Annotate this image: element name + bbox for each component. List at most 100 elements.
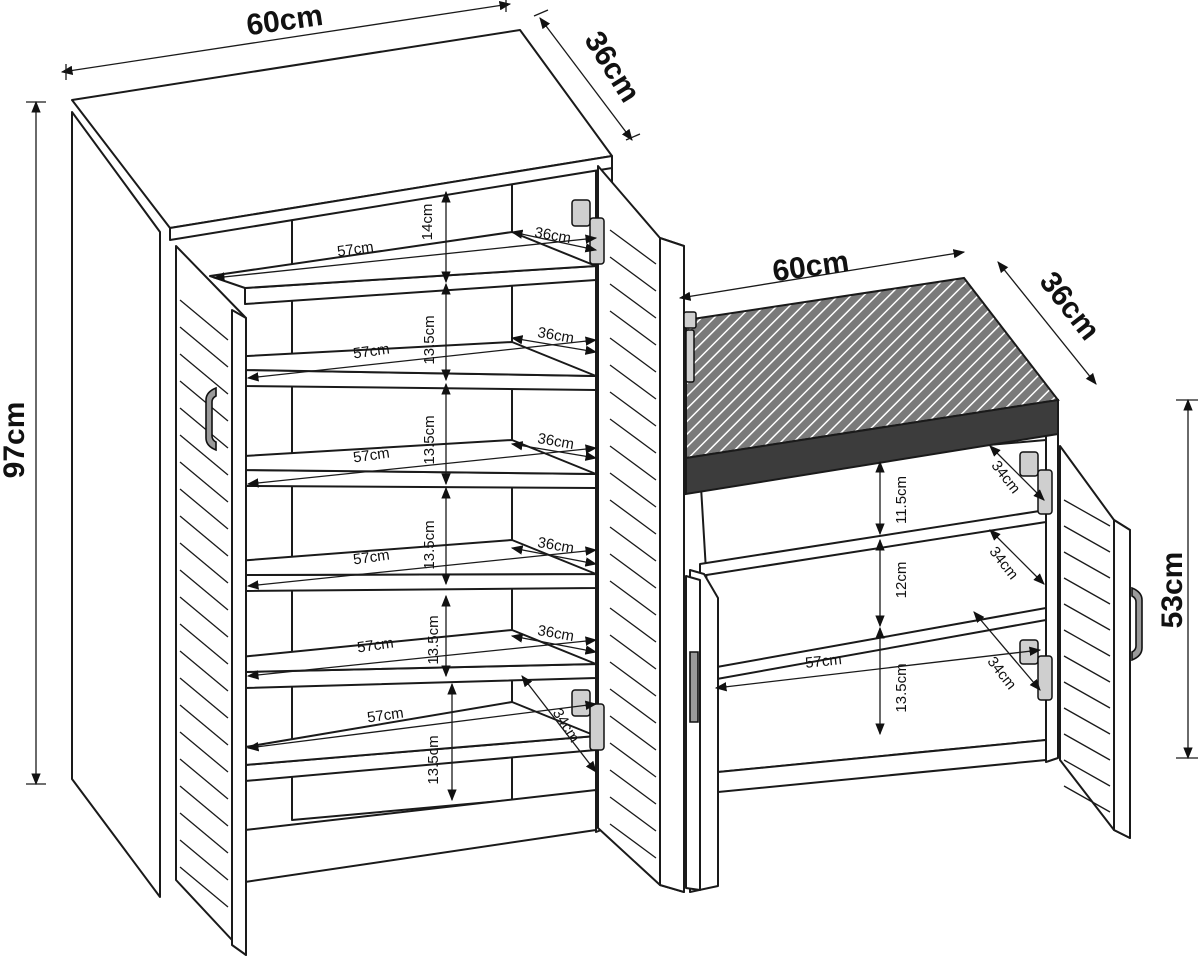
tall-right-louver-19 xyxy=(609,715,657,751)
bench-height-label: 53cm xyxy=(1156,552,1189,629)
bench-right-louver-5 xyxy=(1063,603,1111,631)
tall-left-door-handle-icon xyxy=(205,386,217,452)
inner-dimension-arrow-8 xyxy=(510,335,598,355)
bench-width-label: 60cm xyxy=(770,245,851,288)
tall-left-louver-9 xyxy=(179,515,229,557)
inner-dimension-arrow-25 xyxy=(973,611,1041,691)
tall-height-label: 97cm xyxy=(0,402,31,479)
inner-dimension-arrows xyxy=(212,190,1045,802)
tall-right-louver-14 xyxy=(609,580,657,616)
tall-left-door-louvers xyxy=(179,299,229,908)
tall-shelf-height-3: 13.5cm xyxy=(421,415,438,464)
inner-dimension-arrow-12 xyxy=(521,675,597,773)
bench-right-door-edge xyxy=(1113,519,1131,839)
tall-right-louver-9 xyxy=(609,445,657,481)
tall-right-louver-15 xyxy=(609,607,657,643)
bench-left-door-panel xyxy=(685,575,701,891)
tall-left-louver-3 xyxy=(179,353,229,395)
bench xyxy=(683,276,1143,893)
tall-left-louver-14 xyxy=(179,650,229,692)
bench-right-louver-8 xyxy=(1063,681,1111,709)
tall-right-louver-6 xyxy=(609,364,657,400)
bench-right-louver-7 xyxy=(1063,655,1111,683)
tall-right-louver-1 xyxy=(609,229,657,265)
tall-right-louver-23 xyxy=(609,823,657,859)
tall-left-louver-13 xyxy=(179,623,229,665)
tall-cabinet-side xyxy=(71,111,161,898)
inner-dimension-arrow-9 xyxy=(510,441,598,461)
tall-left-door-edge xyxy=(231,309,247,956)
bench-right-door-handle-icon xyxy=(1131,586,1143,662)
tall-right-louver-13 xyxy=(609,553,657,589)
tall-shelf-top-2 xyxy=(209,341,597,377)
tall-right-louver-17 xyxy=(609,661,657,697)
tall-left-louver-22 xyxy=(179,866,229,908)
bench-right-louver-2 xyxy=(1063,525,1111,553)
tall-left-louver-17 xyxy=(179,731,229,773)
bench-right-louver-11 xyxy=(1063,759,1111,787)
tall-right-door-louvers xyxy=(609,229,657,859)
tall-left-louver-15 xyxy=(179,677,229,719)
tall-right-louver-8 xyxy=(609,418,657,454)
tall-depth-label: 36cm xyxy=(578,26,647,109)
tall-cabinet-top xyxy=(71,29,613,229)
bench-shelf-height-2: 12cm xyxy=(893,562,910,599)
tall-right-louver-7 xyxy=(609,391,657,427)
bench-right-louver-9 xyxy=(1063,707,1111,735)
bench-depth-label: 36cm xyxy=(1033,266,1106,347)
tall-shelf-height-6: 13.5cm xyxy=(425,735,442,784)
tall-right-louver-21 xyxy=(609,769,657,805)
bench-right-louver-12 xyxy=(1063,785,1111,813)
bench-right-louver-4 xyxy=(1063,577,1111,605)
bench-shelf-height-3: 13.5cm xyxy=(893,663,910,712)
tall-cabinet-top-edge xyxy=(169,155,613,241)
bench-right-louver-1 xyxy=(1063,499,1111,527)
tall-shelf-height-4: 13.5cm xyxy=(421,520,438,569)
tall-left-louver-12 xyxy=(179,596,229,638)
tall-left-louver-16 xyxy=(179,704,229,746)
inner-dimension-arrow-11 xyxy=(510,633,598,655)
tall-left-louver-18 xyxy=(179,758,229,800)
bench-right-louver-6 xyxy=(1063,629,1111,657)
tall-left-louver-2 xyxy=(179,326,229,368)
tall-right-door-edge xyxy=(659,237,685,893)
tall-left-louver-7 xyxy=(179,461,229,503)
tall-right-louver-10 xyxy=(609,472,657,508)
tall-right-louver-18 xyxy=(609,688,657,724)
tall-width-label: 60cm xyxy=(244,0,325,42)
tall-left-louver-19 xyxy=(179,785,229,827)
bench-left-door-handle-icon xyxy=(689,651,699,723)
bench-right-louver-3 xyxy=(1063,551,1111,579)
tall-left-louver-4 xyxy=(179,380,229,422)
inner-dimension-arrow-24 xyxy=(989,529,1045,585)
tall-right-louver-22 xyxy=(609,796,657,832)
inner-dimension-arrow-23 xyxy=(989,445,1045,501)
bench-back xyxy=(699,439,1047,773)
tall-right-louver-12 xyxy=(609,526,657,562)
tall-right-louver-20 xyxy=(609,742,657,778)
tall-left-louver-20 xyxy=(179,812,229,854)
inner-dimension-arrow-7 xyxy=(510,229,598,253)
tall-right-louver-11 xyxy=(609,499,657,535)
tall-left-louver-21 xyxy=(179,839,229,881)
tall-right-louver-3 xyxy=(609,283,657,319)
tall-left-louver-8 xyxy=(179,488,229,530)
tall-left-louver-11 xyxy=(179,569,229,611)
tall-right-louver-4 xyxy=(609,310,657,346)
tall-left-louver-6 xyxy=(179,434,229,476)
tall-left-louver-10 xyxy=(179,542,229,584)
bench-right-louver-10 xyxy=(1063,733,1111,761)
bench-top-hinge-icon xyxy=(683,311,697,383)
tall-cabinet xyxy=(71,29,685,956)
tall-right-louver-16 xyxy=(609,634,657,670)
bench-shelf-height-1: 11.5cm xyxy=(893,476,910,524)
tall-right-louver-2 xyxy=(609,256,657,292)
inner-dimension-arrow-10 xyxy=(510,545,598,567)
bench-cushion-edge xyxy=(685,398,1059,496)
tall-shelf-front-4 xyxy=(244,573,597,592)
tall-shelf-height-1: 14cm xyxy=(419,204,436,241)
bench-right-door-louvers xyxy=(1063,499,1111,813)
tall-right-louver-5 xyxy=(609,337,657,373)
